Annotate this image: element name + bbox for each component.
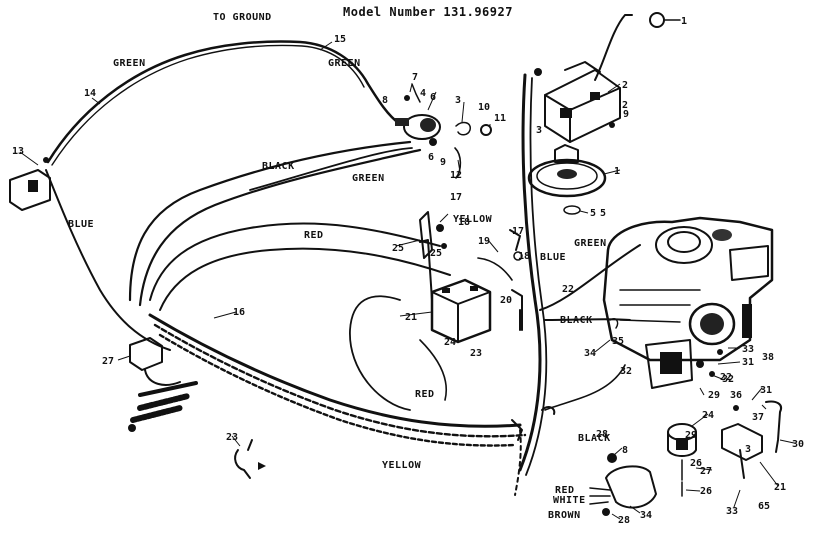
- part-24: 24: [702, 410, 714, 421]
- wire-color-labels: TO GROUND GREEN GREEN BLACK GREEN BLUE R…: [68, 12, 611, 521]
- part-35-low: 35: [612, 336, 624, 347]
- part-3-small: 3: [536, 125, 542, 136]
- part-30: 30: [792, 439, 804, 450]
- part-19: 19: [478, 236, 490, 247]
- label-black-low: BLACK: [578, 433, 611, 444]
- part-23: 23: [226, 432, 238, 443]
- part-29: 29: [708, 390, 720, 401]
- label-green-right: GREEN: [574, 238, 607, 249]
- label-yellow-mid: YELLOW: [453, 214, 493, 225]
- label-blue-left: BLUE: [68, 219, 94, 230]
- part-27: 27: [102, 356, 114, 367]
- label-red-bottom: RED: [555, 485, 575, 496]
- part-34b: 34: [640, 510, 652, 521]
- part-2: 2: [622, 80, 628, 91]
- engine: [602, 216, 774, 389]
- part-4: 4: [420, 88, 426, 99]
- part-20: 20: [500, 295, 512, 306]
- part-5: 5: [590, 208, 596, 219]
- part-26: 26: [700, 486, 712, 497]
- part-36-low: 36: [730, 390, 742, 401]
- ignition-coil: [128, 337, 198, 432]
- part-14: 14: [84, 88, 96, 99]
- label-brown-bottom: BROWN: [548, 510, 581, 521]
- part-13: 13: [12, 146, 24, 157]
- part-26-low: 26: [690, 458, 702, 469]
- part-25-mid: 25: [430, 248, 442, 259]
- model-number-title: Model Number 131.96927: [343, 5, 513, 19]
- label-red-low: RED: [415, 389, 435, 400]
- fasteners: [419, 211, 723, 441]
- label-blue-right: BLUE: [540, 252, 566, 263]
- label-green-top: GREEN: [328, 58, 361, 69]
- part-33: 33: [742, 344, 754, 355]
- part-21: 21: [405, 312, 417, 323]
- leader-lines: [19, 19, 795, 520]
- part-38-low: 38: [762, 352, 774, 363]
- part-1-pulley: 1: [614, 166, 620, 177]
- part-11: 11: [494, 113, 506, 124]
- rectifier: [589, 453, 657, 516]
- part-29-low: 29: [685, 430, 697, 441]
- mount-bracket: [721, 400, 782, 479]
- part-16: 16: [233, 307, 245, 318]
- part-27b: 27: [700, 466, 712, 477]
- part-18a: 18: [458, 217, 470, 228]
- part-35: 31: [760, 385, 772, 396]
- part-37: 33: [726, 506, 738, 517]
- part-3-low: 3: [745, 444, 751, 455]
- part-6-top: 6: [430, 92, 436, 103]
- part-22: 22: [720, 372, 732, 383]
- label-yellow-low: YELLOW: [382, 460, 422, 471]
- part-22-mid: 22: [562, 284, 574, 295]
- pulley-bracket: [667, 423, 697, 497]
- part-38: 8: [622, 445, 628, 456]
- solenoid-assembly: [395, 83, 492, 146]
- label-to-ground: TO GROUND: [213, 12, 272, 23]
- ignition-switch: [9, 157, 51, 211]
- part-34: 34: [584, 348, 596, 359]
- part-28-low: 28: [596, 429, 608, 440]
- label-black-mid: BLACK: [262, 161, 295, 172]
- part-1-top: 1: [681, 16, 687, 27]
- part-17b: 17: [512, 226, 524, 237]
- part-24-mid: 24: [444, 337, 456, 348]
- part-2-small: 2: [622, 100, 628, 111]
- label-white-bottom: WHITE: [553, 495, 586, 506]
- part-6: 6: [428, 152, 434, 163]
- part-7: 7: [412, 72, 418, 83]
- label-red-mid: RED: [304, 230, 324, 241]
- part-10: 10: [478, 102, 490, 113]
- part-23-mid: 23: [470, 348, 482, 359]
- part-5-top: 5: [600, 208, 606, 219]
- part-9: 9: [623, 109, 629, 120]
- part-18b: 18: [518, 251, 530, 262]
- part-37-low: 37: [752, 412, 764, 423]
- part-3: 3: [455, 95, 461, 106]
- wire-clip: [234, 439, 266, 479]
- label-black-right: BLACK: [560, 315, 593, 326]
- part-8: 8: [382, 95, 388, 106]
- part-15: 15: [334, 34, 346, 45]
- part-9-mid: 9: [440, 157, 446, 168]
- part-25: 25: [392, 243, 404, 254]
- footer-code: 65: [758, 501, 770, 512]
- label-green-mid: GREEN: [352, 173, 385, 184]
- part-28: 28: [618, 515, 630, 526]
- part-number-callouts: 1 2 3 4 5 6 7 8 9 10 11 12 13 14 15 16 1…: [12, 16, 804, 526]
- part-32: 32: [722, 374, 734, 385]
- part-12: 12: [450, 170, 462, 181]
- starter-generator: [534, 12, 681, 143]
- pulley: [527, 144, 607, 215]
- part-17: 17: [450, 192, 462, 203]
- part-36: 21: [774, 482, 786, 493]
- part-31: 31: [742, 357, 754, 368]
- part-32-low: 32: [620, 366, 632, 377]
- label-green-left: GREEN: [113, 58, 146, 69]
